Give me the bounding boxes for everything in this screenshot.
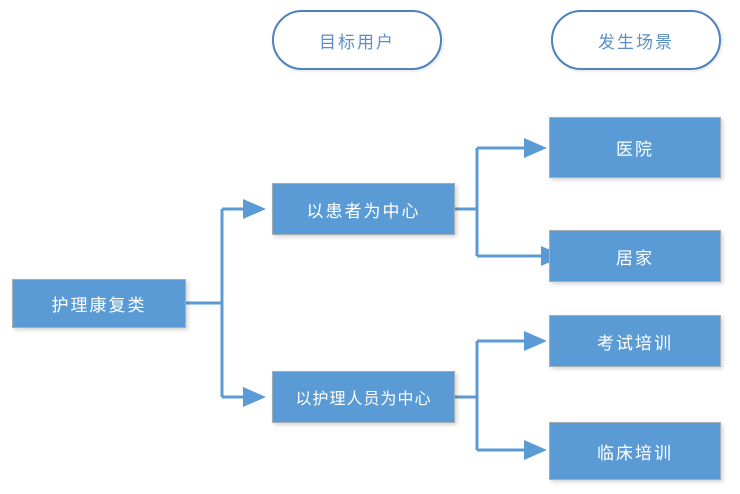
node-home-label: 居家 <box>616 248 654 269</box>
column-header-usage-scenarios-label: 发生场景 <box>598 32 674 53</box>
node-home[interactable]: 居家 <box>549 230 721 282</box>
node-nurse-centered-label: 以护理人员为中心 <box>295 389 432 408</box>
node-exam-training-label: 考试培训 <box>597 333 673 354</box>
arrowhead-nurse-centered <box>243 387 266 407</box>
node-root-label: 护理康复类 <box>51 296 147 316</box>
arrowhead-patient-centered <box>243 199 266 219</box>
node-clinical-training-label: 临床培训 <box>597 443 673 464</box>
node-root[interactable]: 护理康复类 <box>12 279 186 328</box>
node-clinical-training[interactable]: 临床培训 <box>549 422 721 480</box>
node-hospital[interactable]: 医院 <box>549 117 721 178</box>
node-exam-training[interactable]: 考试培训 <box>549 315 721 367</box>
arrowhead-exam-training <box>524 331 547 351</box>
column-header-target-users: 目标用户 <box>272 10 442 70</box>
node-patient-centered-label: 以患者为中心 <box>306 201 421 222</box>
column-header-target-users-label: 目标用户 <box>319 32 395 53</box>
column-header-usage-scenarios: 发生场景 <box>551 10 721 70</box>
arrowhead-clinical-training <box>524 440 547 460</box>
arrowhead-hospital <box>524 138 547 158</box>
node-nurse-centered[interactable]: 以护理人员为中心 <box>272 371 455 423</box>
node-patient-centered[interactable]: 以患者为中心 <box>272 183 455 235</box>
node-hospital-label: 医院 <box>616 140 654 160</box>
